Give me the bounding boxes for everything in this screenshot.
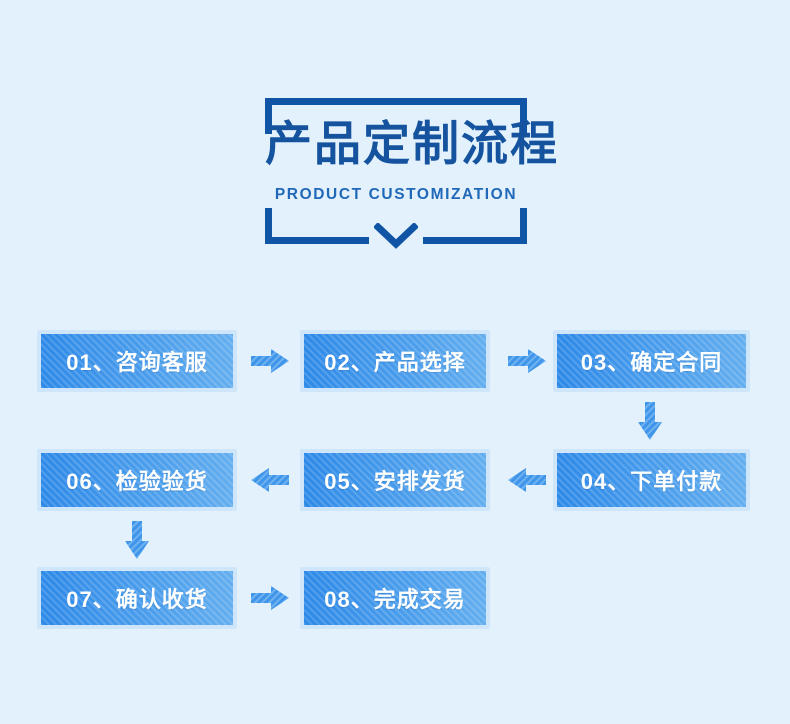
arrow-07-to-08-icon [251,586,289,610]
flow-step-04-body: 04、下单付款 [557,453,746,507]
arrow-03-to-04-icon [638,402,662,440]
bracket-bottom-left-stem [265,208,272,244]
chevron-down-icon [374,223,418,249]
flow-step-01-label: 01、咨询客服 [66,350,208,375]
bracket-bottom-right-bar [423,237,527,244]
page-title: 产品定制流程 [265,117,559,170]
arrow-06-to-07-icon [125,521,149,559]
flow-step-02-label: 02、产品选择 [324,350,466,375]
flow-step-08-label: 08、完成交易 [324,587,466,612]
bracket-top-left-stem [265,98,272,134]
flow-step-04[interactable]: 04、下单付款 [553,449,750,511]
flow-step-08[interactable]: 08、完成交易 [300,567,490,629]
arrow-04-to-05-icon [508,468,546,492]
flow-step-03-label: 03、确定合同 [580,350,723,375]
flow-step-06-body: 06、检验验货 [41,453,233,507]
bracket-top-right-stem [520,98,527,134]
flow-step-04-label: 04、下单付款 [580,469,723,494]
flow-step-05-body: 05、安排发货 [304,453,486,507]
flow-step-02[interactable]: 02、产品选择 [300,330,490,392]
header-banner: 产品定制流程 PRODUCT CUSTOMIZATION [0,0,790,300]
flow-step-05[interactable]: 05、安排发货 [300,449,490,511]
header-bracket-frame: 产品定制流程 PRODUCT CUSTOMIZATION [265,98,559,249]
flow-step-03[interactable]: 03、确定合同 [553,330,750,392]
bracket-bottom-left-bar [265,237,369,244]
flow-step-06[interactable]: 06、检验验货 [37,449,237,511]
flow-step-07-label: 07、确认收货 [66,587,208,612]
flow-step-01[interactable]: 01、咨询客服 [37,330,237,392]
arrow-01-to-02-icon [251,349,289,373]
bracket-top-bar [265,98,527,105]
bracket-bottom-right-stem [520,208,527,244]
flow-step-07[interactable]: 07、确认收货 [37,567,237,629]
flow-step-02-body: 02、产品选择 [304,334,486,388]
flow-step-07-body: 07、确认收货 [41,571,233,625]
flow-step-01-body: 01、咨询客服 [41,334,233,388]
flow-step-08-body: 08、完成交易 [304,571,486,625]
flow-step-05-label: 05、安排发货 [324,469,466,494]
flow-step-06-label: 06、检验验货 [66,469,208,494]
flow-step-03-body: 03、确定合同 [557,334,746,388]
arrow-02-to-03-icon [508,349,546,373]
page-subtitle: PRODUCT CUSTOMIZATION [274,186,518,203]
arrow-05-to-06-icon [251,468,289,492]
